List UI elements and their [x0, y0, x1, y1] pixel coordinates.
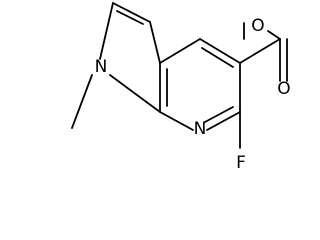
- chemical-structure-diagram: N N F O O: [71, 2, 291, 173]
- atom-fluorine: F: [236, 153, 246, 173]
- atom-o-carbonyl: O: [277, 79, 290, 99]
- bond-n1-methyl: [71, 74, 93, 129]
- atom-o-ester: O: [251, 16, 264, 36]
- bond-c6-n7: [206, 111, 241, 131]
- bond-carbonyl-c-o: [267, 30, 281, 40]
- bond-c2-c3: [112, 2, 151, 23]
- bond-c3a-c4: [159, 38, 201, 64]
- bond-c2-c3-inner: [116, 10, 144, 25]
- bond-c4-c5: [199, 38, 241, 64]
- bond-n1-c2: [99, 2, 114, 60]
- atom-n-pyridine: N: [194, 119, 207, 139]
- bond-c3-c3a: [149, 21, 161, 64]
- bond-c6-n7-inner: [204, 106, 234, 123]
- bond-n7-c7a: [159, 111, 194, 131]
- bond-c4-c5-inner: [201, 47, 234, 68]
- bond-c5-carbonyl-c: [239, 38, 281, 64]
- atom-n-pyrrole: N: [95, 57, 108, 77]
- bond-c7a-n1: [109, 74, 161, 113]
